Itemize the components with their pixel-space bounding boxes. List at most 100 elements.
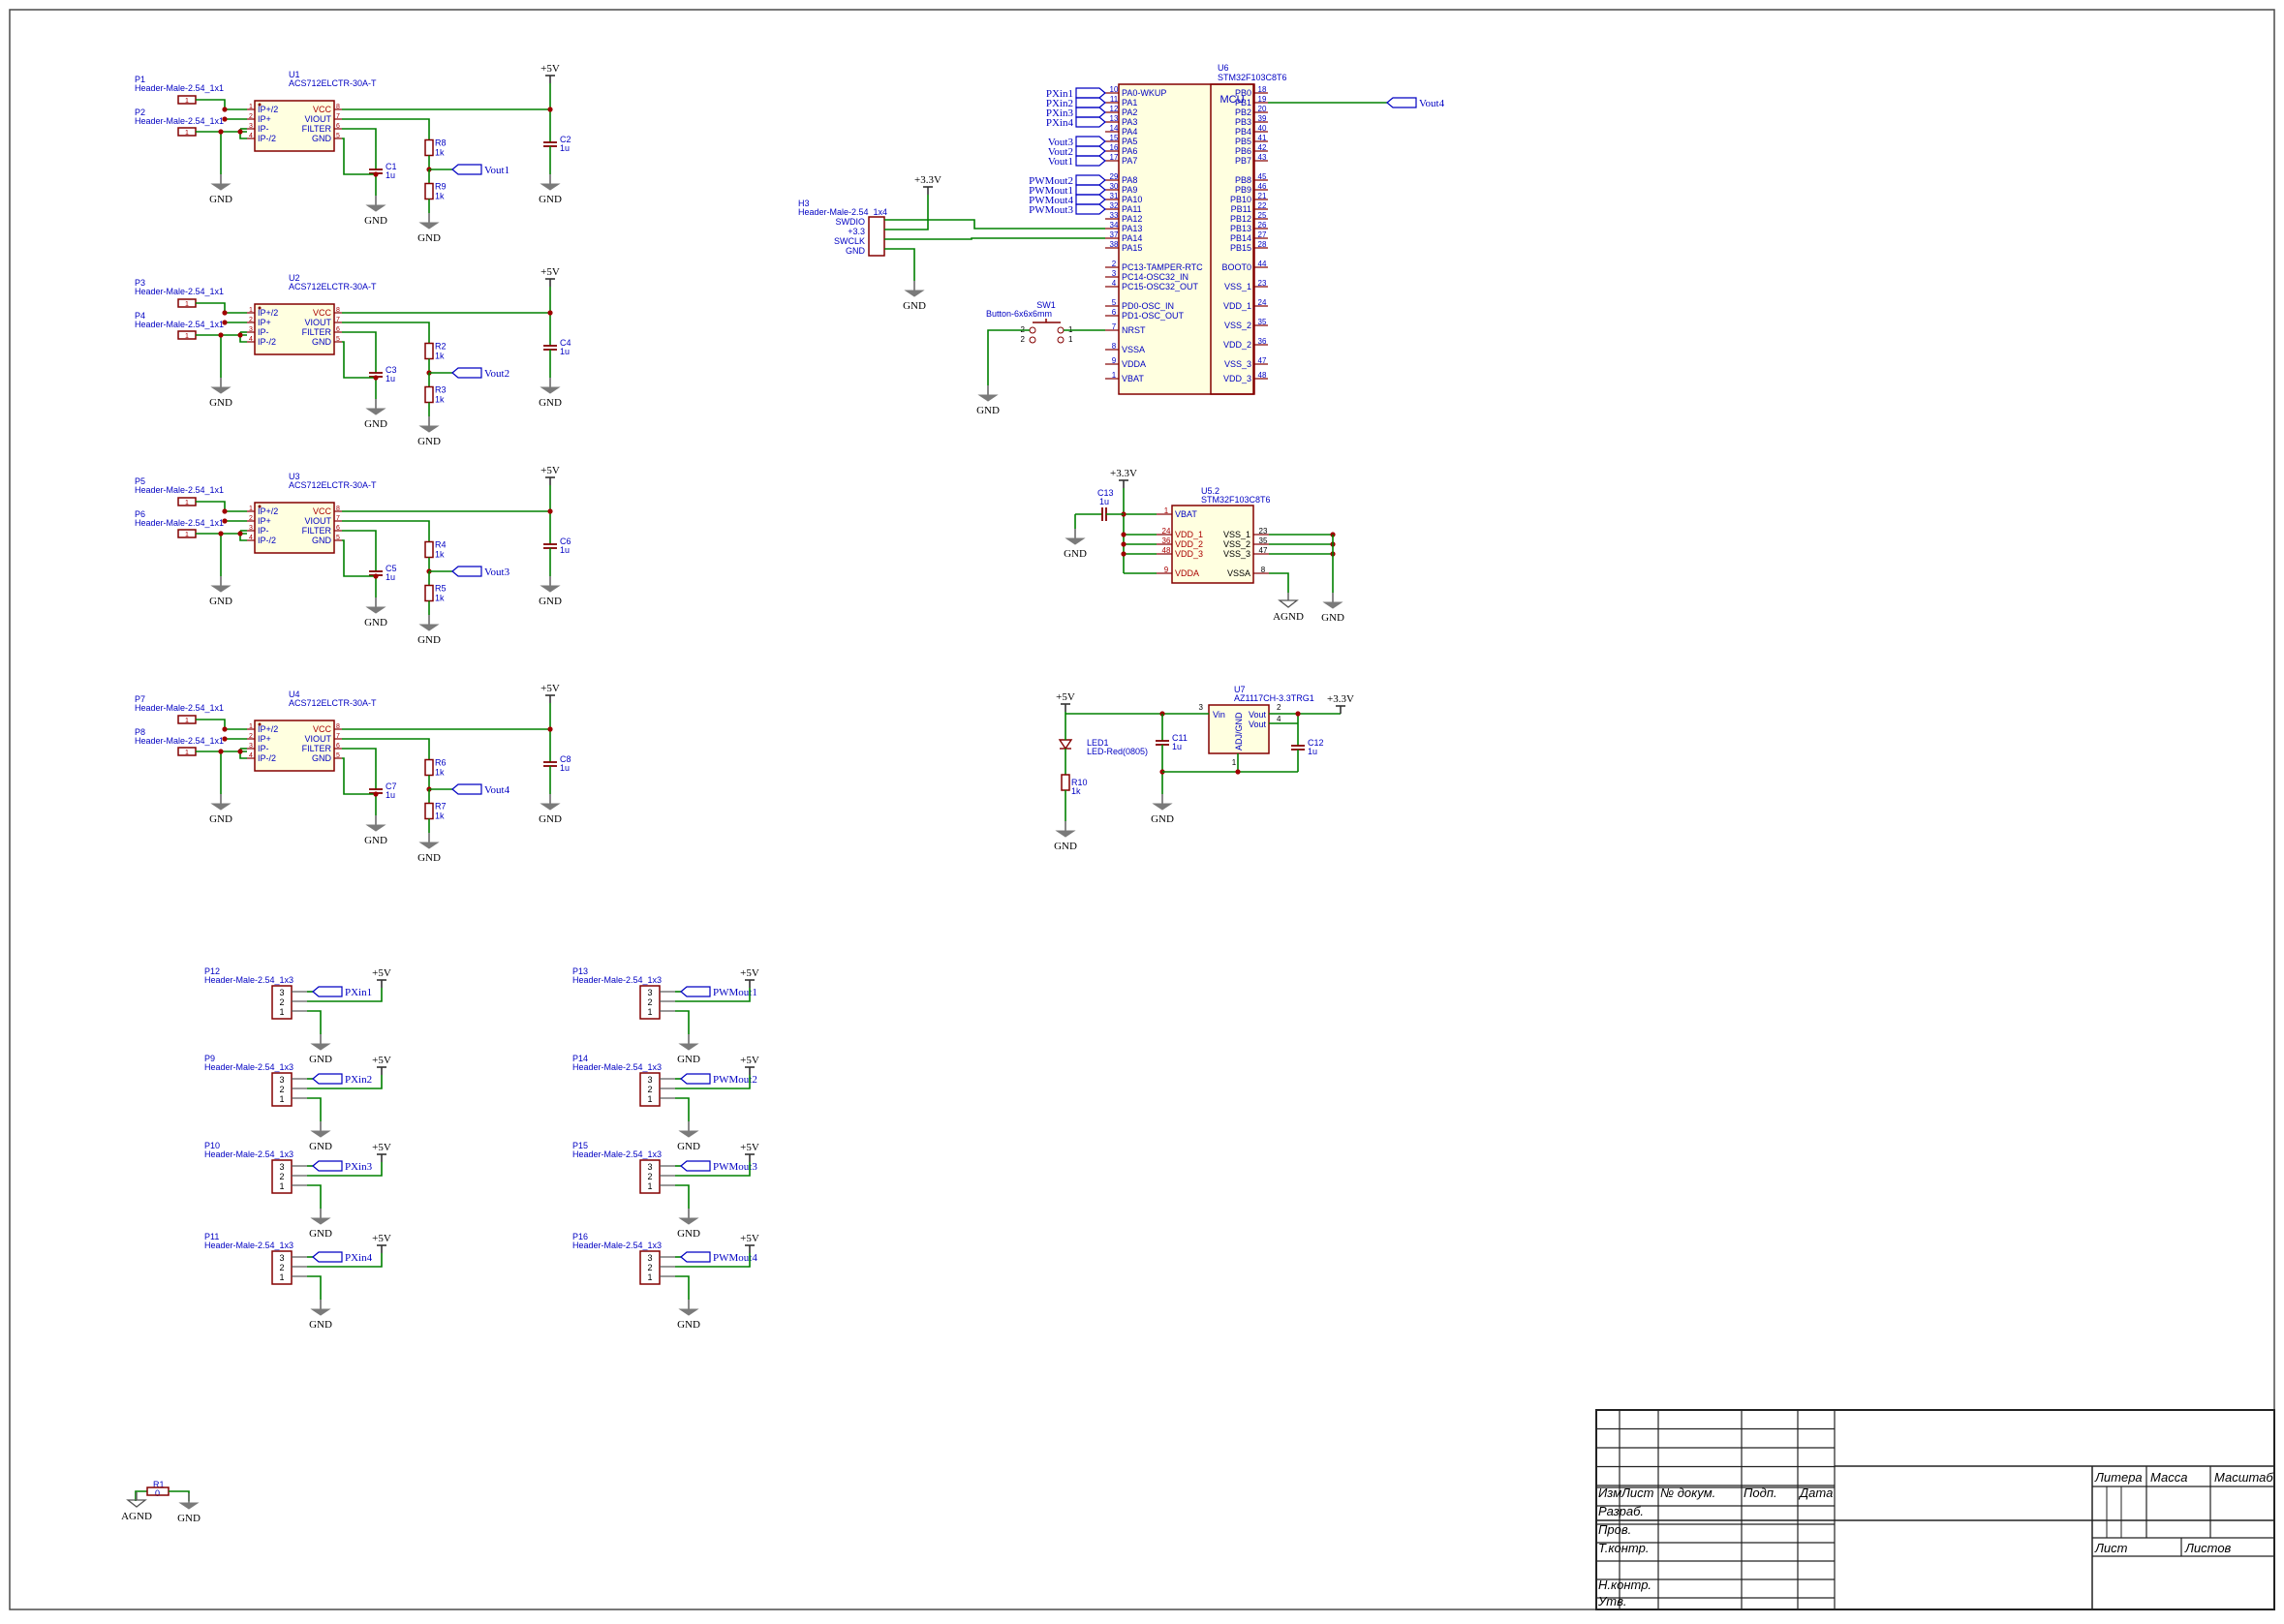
title-block-header: Лист [1620, 1486, 1654, 1500]
junction-dot [1121, 541, 1127, 547]
wire [342, 128, 377, 147]
pin-num: 5 [336, 535, 340, 541]
wire [675, 1275, 690, 1300]
pin-name: VBAT [1122, 374, 1144, 383]
wire [884, 237, 1105, 240]
pin-name: PC15-OSC32_OUT [1122, 282, 1199, 291]
capacitor-value: 1u [1172, 742, 1182, 751]
gnd-symbol [210, 386, 231, 394]
connector-pin: 1 [279, 1007, 284, 1017]
pin-name: VIOUT [304, 318, 331, 327]
connector-pin: 1 [279, 1094, 284, 1104]
pin-num: 3 [249, 326, 253, 333]
resistor-value: 1k [435, 812, 445, 821]
net-flag [1075, 194, 1106, 205]
pin-num: 1 [249, 307, 253, 314]
header-pin-num: 1 [185, 500, 189, 506]
wire [342, 322, 430, 329]
connector-value: Header-Male-2.54_1x3 [204, 1062, 293, 1072]
pin-name: IP- [258, 327, 269, 337]
capacitor-value: 1u [560, 763, 570, 773]
pin-name: PB4 [1235, 127, 1251, 137]
gnd-symbol [977, 394, 999, 402]
pin-name: VCC [313, 308, 332, 318]
gnd-label: GND [177, 1513, 201, 1524]
pin-name: PA12 [1122, 214, 1142, 224]
power-unit-ref: U5.2 [1201, 486, 1219, 496]
connector-pin: 2 [647, 997, 652, 1007]
gnd-label: GND [677, 1141, 700, 1152]
net-flag [451, 783, 482, 795]
pin-num: 14 [1110, 124, 1119, 133]
pin-num: 3 [1112, 269, 1117, 278]
pin-name: VSS_2 [1223, 539, 1250, 549]
pin-name: VSS_3 [1224, 359, 1251, 369]
resistor-value: 1k [435, 550, 445, 560]
gnd-label: GND [209, 397, 232, 409]
pin-name: IP+/2 [258, 724, 278, 734]
connector-body [271, 1072, 293, 1107]
header-value: Header-Male-2.54_1x1 [135, 320, 224, 329]
pin-name: ADJ/GND [1234, 712, 1244, 751]
pin-name: FILTER [302, 526, 332, 536]
mcu-inner-box [1210, 83, 1254, 395]
power-label: +5V [740, 1055, 759, 1066]
pin-num: 35 [1258, 318, 1267, 326]
gnd-label: GND [677, 1319, 700, 1331]
pin-name: PB5 [1235, 137, 1251, 146]
resistor-ref: R7 [435, 802, 447, 812]
wire [342, 331, 377, 351]
net-label: PXin4 [1046, 117, 1074, 129]
pin-num: 26 [1258, 221, 1267, 230]
pin-name: IP+/2 [258, 105, 278, 114]
connector-value: Header-Male-2.54_1x3 [572, 1062, 662, 1072]
net-label: PWMout3 [713, 1161, 757, 1173]
resistor-ref: R5 [435, 584, 447, 594]
pin-num: 47 [1259, 546, 1268, 555]
net-label: Vout2 [484, 368, 509, 380]
resistor-ref: R10 [1071, 778, 1088, 787]
acs712-body [254, 303, 335, 355]
net-label: PXin4 [345, 1252, 373, 1264]
net-flag [680, 1073, 711, 1085]
led-ref: LED1 [1087, 738, 1109, 748]
swd-pin-name: GND [846, 246, 866, 256]
power-label: +5V [372, 1142, 391, 1153]
junction-dot [222, 310, 228, 316]
net-flag [312, 1160, 343, 1172]
mcu-inner-label: MCU [1219, 94, 1244, 106]
gnd-label: GND [539, 596, 562, 607]
agnd-label: AGND [121, 1511, 152, 1522]
resistor-body [424, 342, 434, 360]
acs712-body [254, 502, 335, 554]
pin-name: GND [312, 337, 332, 347]
gnd-label: GND [364, 215, 387, 227]
connector-value: Header-Male-2.54_1x3 [572, 1241, 662, 1250]
title-block-row-label: Н.контр. [1598, 1578, 1651, 1592]
resistor-value: 1k [435, 148, 445, 158]
pin-num: 38 [1110, 240, 1119, 249]
net-label: PXin1 [345, 987, 372, 998]
pin-num: 36 [1258, 337, 1267, 346]
sensor-ref: U3 [289, 472, 300, 481]
power-label: +3.3V [1110, 468, 1137, 479]
capacitor-ref: C4 [560, 338, 571, 348]
pin-num: 8 [1261, 566, 1266, 574]
header-pin-num: 1 [185, 98, 189, 105]
header-ref: P4 [135, 311, 145, 321]
header-value: Header-Male-2.54_1x1 [135, 736, 224, 746]
wire [135, 1490, 147, 1501]
pin-num: 4 [249, 535, 253, 541]
pin-num: 1 [1112, 371, 1117, 380]
pin-num: 25 [1258, 211, 1267, 220]
junction-dot [222, 107, 228, 112]
wire [342, 138, 376, 175]
junction-dot [547, 310, 553, 316]
resistor-ref: R9 [435, 182, 447, 192]
power-label: +3.3V [914, 174, 941, 186]
mcu-ref: U6 [1218, 63, 1229, 73]
wire [342, 341, 376, 379]
header-pin-num: 1 [185, 301, 189, 308]
connector-body [639, 985, 661, 1020]
resistor-body [424, 138, 434, 157]
